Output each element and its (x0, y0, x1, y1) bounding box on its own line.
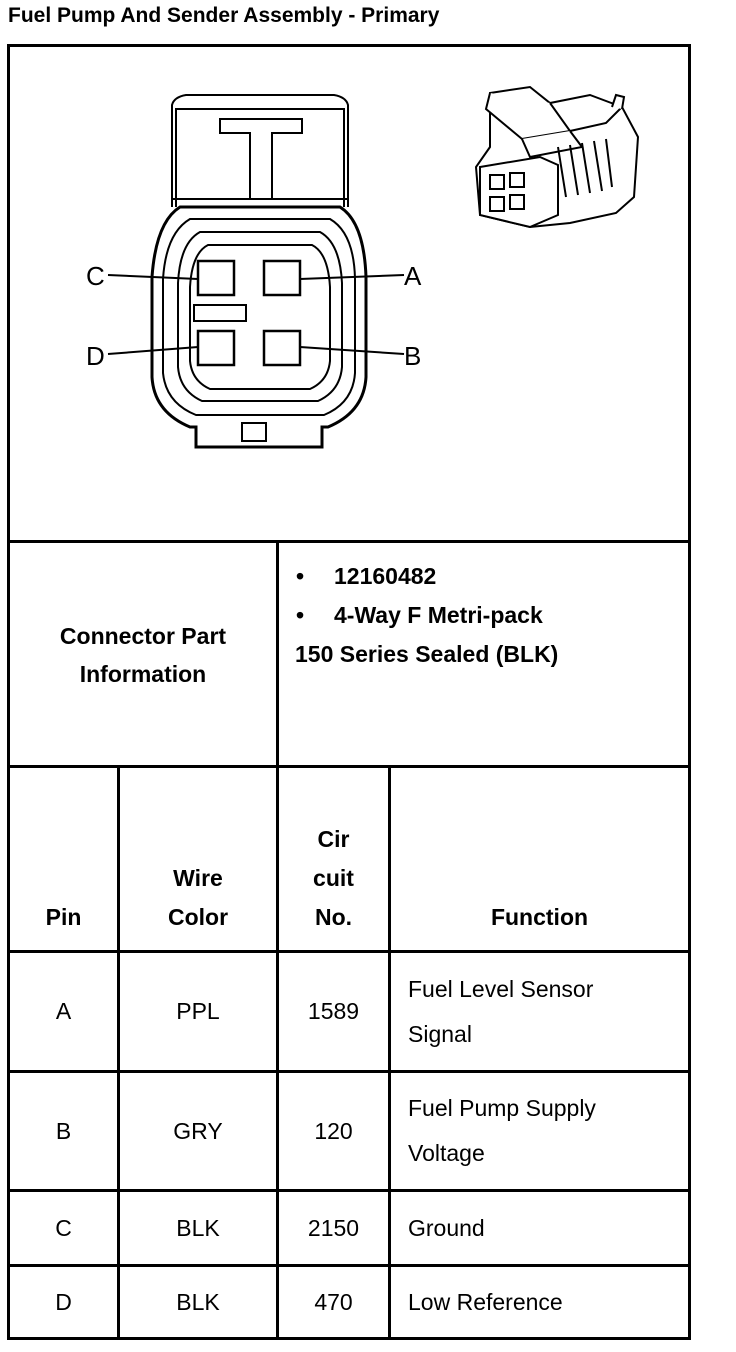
function-line2: Signal (408, 1020, 472, 1047)
cell-pin: C (55, 1214, 72, 1241)
cell-circuit: 2150 (307, 1214, 360, 1241)
divider (388, 765, 391, 1340)
cell-pin: A (55, 998, 72, 1024)
function-line2: Voltage (408, 1140, 485, 1166)
cell-function: Ground (408, 1214, 485, 1241)
cell-circuit: 470 (314, 1288, 353, 1315)
cell-pin: B (55, 1117, 72, 1144)
cell-circuit: 120 (314, 1117, 353, 1144)
header-function-text: Function (490, 904, 589, 930)
cell-wire-color: PPL (176, 998, 220, 1024)
connector-type-line2: 150 Series Sealed (BLK) (295, 641, 559, 667)
divider (7, 950, 691, 953)
connector-type-line1: 4-Way F Metri-pack (334, 602, 543, 628)
header-circuit-line2: cuit (313, 865, 354, 891)
pin-label-c: C (86, 261, 105, 291)
pin-label-a: A (404, 261, 422, 291)
header-function: Function (391, 898, 688, 937)
header-wire-color: Wire Color (120, 859, 276, 937)
divider (117, 765, 120, 1340)
pin-label-b: B (404, 341, 421, 371)
connector-part-label-line2: Information (79, 661, 207, 687)
divider (276, 540, 279, 1340)
divider (7, 765, 691, 768)
page-title: Fuel Pump And Sender Assembly - Primary (8, 4, 440, 27)
cell-wire-color: GRY (173, 1117, 223, 1144)
function-line1: Fuel Pump Supply (408, 1095, 596, 1121)
connector-diagram: C A D B (86, 85, 640, 449)
header-wire-color-line2: Color (167, 904, 229, 930)
header-pin-text: Pin (45, 904, 82, 930)
header-circuit-line1: Cir (317, 826, 350, 852)
divider (7, 540, 691, 543)
cell-wire-color: BLK (176, 1214, 220, 1241)
cell-wire-color: BLK (176, 1288, 220, 1315)
cell-pin: D (55, 1288, 72, 1315)
divider (7, 1189, 691, 1192)
connector-part-info-label: Connector Part Information (10, 545, 276, 765)
part-number-line: • 12160482 (296, 557, 436, 596)
divider (7, 1070, 691, 1073)
header-circuit-no: Cir cuit No. (279, 820, 388, 937)
part-number: 12160482 (334, 563, 437, 589)
bullet-icon: • (296, 602, 305, 628)
header-circuit-line3: No. (314, 904, 353, 930)
connector-part-label-line1: Connector Part (59, 623, 227, 649)
table-frame (7, 44, 691, 1340)
connector-part-info-values: • 12160482 • 4-Way F Metri-pack 150 Series… (279, 545, 688, 765)
divider (7, 1264, 691, 1267)
connector-type-line: • 4-Way F Metri-pack (296, 596, 543, 635)
cell-circuit: 1589 (307, 998, 360, 1024)
bullet-icon: • (296, 563, 305, 589)
header-pin: Pin (10, 898, 117, 937)
cell-function: Low Reference (408, 1288, 563, 1315)
header-wire-color-line1: Wire (173, 865, 223, 891)
pin-label-d: D (86, 341, 105, 371)
function-line1: Fuel Level Sensor (408, 975, 594, 1002)
connector-3d-icon (474, 85, 640, 229)
